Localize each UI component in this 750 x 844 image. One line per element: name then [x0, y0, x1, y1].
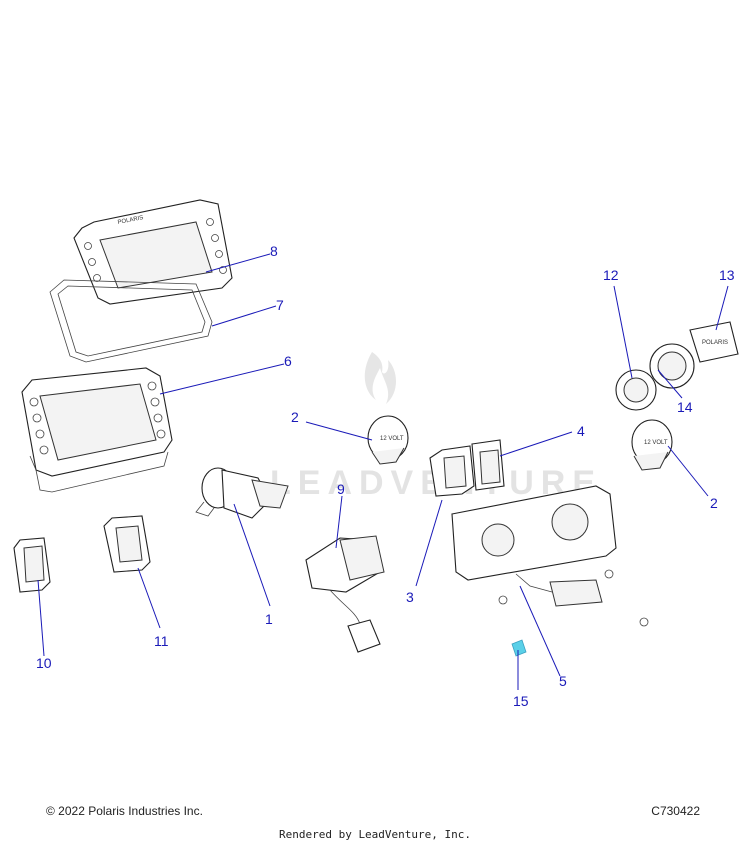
- socket-lower-label: 12 VOLT: [644, 440, 668, 446]
- part-3-4-rocker-switches[interactable]: [429, 439, 505, 497]
- leader-lines: [37, 253, 729, 690]
- rendered-by-text: Rendered by LeadVenture, Inc.: [278, 828, 472, 841]
- part-2-socket-upper[interactable]: 12 VOLT: [367, 415, 409, 465]
- part-12-usb-socket[interactable]: [615, 369, 657, 411]
- callout-14[interactable]: 14: [677, 399, 693, 415]
- part-14-cap[interactable]: [649, 343, 695, 389]
- callout-8[interactable]: 8: [270, 243, 278, 259]
- part-7-gasket[interactable]: [49, 279, 213, 363]
- part-5-control-panel[interactable]: [451, 485, 649, 627]
- copyright-text: © 2022 Polaris Industries Inc.: [46, 804, 203, 818]
- part-11-switch-blank[interactable]: [103, 515, 151, 573]
- callout-13[interactable]: 13: [719, 267, 735, 283]
- callout-3[interactable]: 3: [406, 589, 414, 605]
- callout-12[interactable]: 12: [603, 267, 619, 283]
- part-15-clip[interactable]: [511, 639, 527, 657]
- callout-1[interactable]: 1: [265, 611, 273, 627]
- callout-11[interactable]: 11: [154, 633, 169, 649]
- callout-7[interactable]: 7: [276, 297, 284, 313]
- callout-9[interactable]: 9: [337, 481, 345, 497]
- callout-15[interactable]: 15: [513, 693, 529, 709]
- part-8-bezel[interactable]: POLARIS: [73, 199, 233, 305]
- bezel-brand-text: POLARIS: [117, 215, 144, 226]
- callout-2-lower[interactable]: 2: [710, 495, 718, 511]
- socket-upper-label: 12 VOLT: [380, 436, 404, 442]
- callout-5[interactable]: 5: [559, 673, 567, 689]
- callout-2-upper[interactable]: 2: [291, 409, 299, 425]
- callout-10[interactable]: 10: [36, 655, 52, 671]
- part-2-socket-lower[interactable]: 12 VOLT: [631, 419, 673, 471]
- callout-6[interactable]: 6: [284, 353, 292, 369]
- part-9-usb-charger[interactable]: [305, 535, 385, 653]
- part-1-ignition-switch[interactable]: [195, 467, 289, 519]
- callout-4[interactable]: 4: [577, 423, 585, 439]
- part-6-display-cluster[interactable]: [21, 367, 173, 493]
- cover-brand-text: POLARIS: [702, 340, 728, 346]
- drawing-code: C730422: [651, 804, 700, 818]
- callout-numbers: 1 2 2 3 4 5 6 7 8 9 10 11 12 13 14 15: [36, 243, 735, 709]
- part-13-cover[interactable]: POLARIS: [689, 321, 739, 363]
- part-10-small-switch[interactable]: [13, 537, 51, 593]
